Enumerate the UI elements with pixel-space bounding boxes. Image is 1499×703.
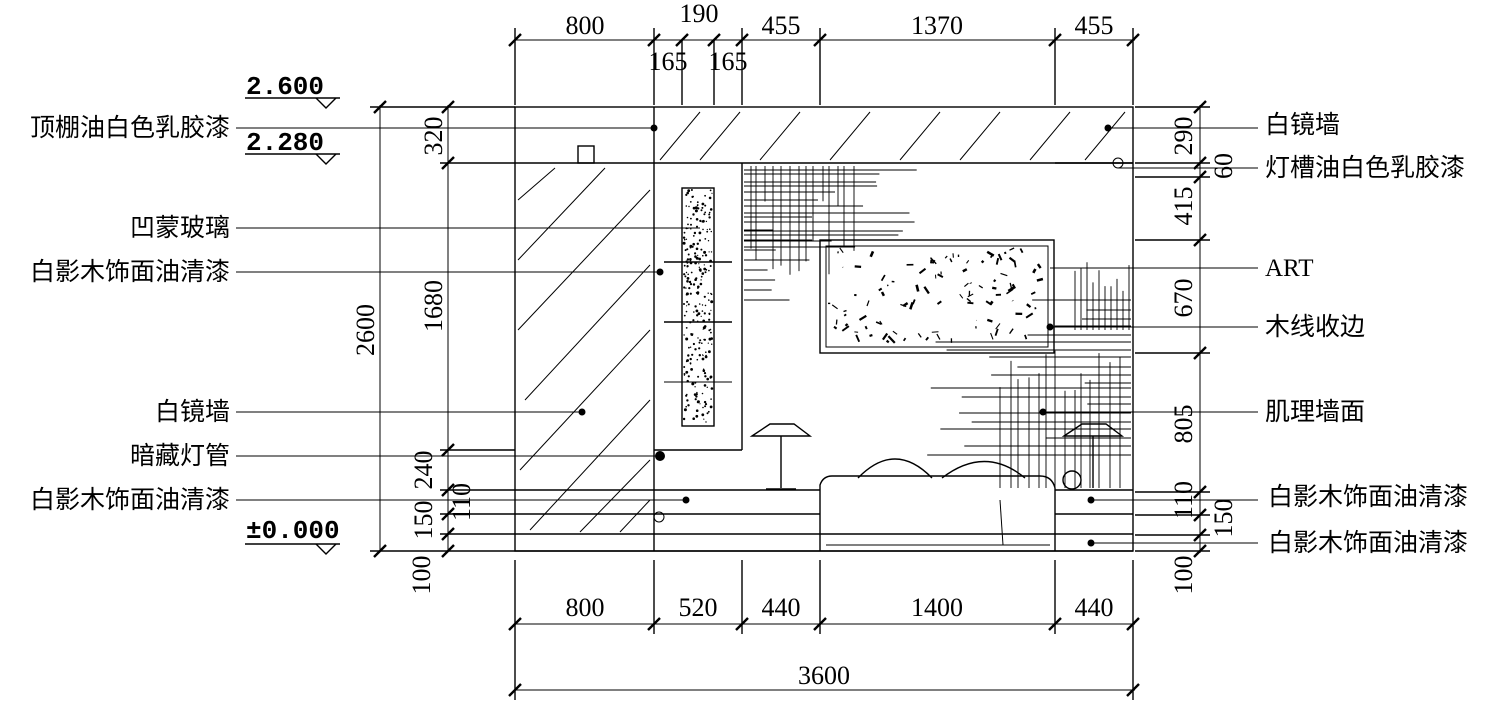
dim-top-455b: 455 [1075,11,1114,40]
dim-left-110: 110 [447,483,476,521]
labels-left: 顶棚油白色乳胶漆 凹蒙玻璃 白影木饰面油清漆 白镜墙 暗藏灯管 白影木饰面油清漆 [30,114,230,514]
dim-left-240: 240 [409,451,438,490]
art-frame [819,239,1055,354]
dim-left-100: 100 [407,556,436,595]
dim-top-190: 190 [680,0,719,28]
ceiling-soffit [577,111,1133,164]
level-ceiling-text: 2.280 [246,128,324,158]
dim-bottom-440b: 440 [1075,593,1114,622]
label-wood-veneer-3: 白影木饰面油清漆 [1268,483,1468,511]
dim-right-670: 670 [1169,279,1198,318]
dim-left-1680: 1680 [419,280,448,332]
level-floor-text: ±0.000 [246,516,340,546]
table-lamp-right [1061,423,1125,490]
dim-bottom-520: 520 [679,593,718,622]
dim-right-150: 150 [1209,499,1238,538]
top-dimension-chain [508,28,1140,105]
dim-right-415: 415 [1169,187,1198,226]
labels-right: 白镜墙 灯槽油白色乳胶漆 ART 木线收边 肌理墙面 白影木饰面油清漆 白影木饰… [1265,111,1468,557]
label-ceiling-paint: 顶棚油白色乳胶漆 [30,114,230,142]
bottom-dimension-chain [508,560,1140,700]
leader-lines [236,127,1258,544]
top-dimension-text: 800 190 455 1370 455 165 165 [566,0,1114,76]
textured-wall-grid [744,166,1131,488]
label-mirror-wall-left: 白镜墙 [155,398,230,426]
dim-bottom-800: 800 [566,593,605,622]
bottom-dimension-text: 800 520 440 1400 440 3600 [566,593,1114,690]
label-light-trough-paint: 灯槽油白色乳胶漆 [1265,154,1465,182]
level-marker-top: 2.600 [245,72,340,109]
leader-dots [578,124,1124,547]
label-wood-trim: 木线收边 [1265,313,1365,341]
dim-top-455a: 455 [762,11,801,40]
dim-left-320: 320 [419,117,448,156]
level-marker-floor: ±0.000 [245,516,340,555]
dim-top-1370: 1370 [911,11,963,40]
label-hidden-light: 暗藏灯管 [130,442,230,470]
downlight-fixture [577,145,595,164]
glass-column [664,187,732,427]
level-top-text: 2.600 [246,72,324,102]
dim-top-165a: 165 [649,47,688,76]
dim-right-60: 60 [1209,153,1238,179]
right-dimension-chain [1135,100,1210,558]
dim-total-3600: 3600 [798,661,850,690]
dim-bottom-1400: 1400 [911,593,963,622]
label-mirror-wall-right: 白镜墙 [1265,111,1340,139]
right-dimension-text: 290 60 415 670 805 110 150 100 [1169,117,1238,595]
dim-right-805: 805 [1169,405,1198,444]
bed [819,458,1056,551]
label-frosted-glass: 凹蒙玻璃 [130,214,230,242]
dim-right-290: 290 [1169,117,1198,156]
dim-top-165b: 165 [709,47,748,76]
label-wood-veneer-4: 白影木饰面油清漆 [1268,529,1468,557]
label-wood-veneer-2: 白影木饰面油清漆 [30,486,230,514]
left-dimension-text: 2600 320 1680 240 150 100 110 [351,117,476,595]
dim-top-800: 800 [566,11,605,40]
label-textured-wall: 肌理墙面 [1265,398,1365,426]
label-art: ART [1265,255,1314,282]
dim-left-2600: 2600 [351,304,380,356]
label-wood-veneer-1: 白影木饰面油清漆 [30,258,230,286]
dim-left-150: 150 [409,501,438,540]
dim-right-110: 110 [1169,481,1198,519]
mirror-wall-left [517,167,651,533]
dim-bottom-440a: 440 [762,593,801,622]
table-lamp-left [749,423,813,490]
dim-right-100: 100 [1169,556,1198,595]
level-marker-ceiling: 2.280 [245,128,340,165]
left-dimension-chain [370,100,515,558]
